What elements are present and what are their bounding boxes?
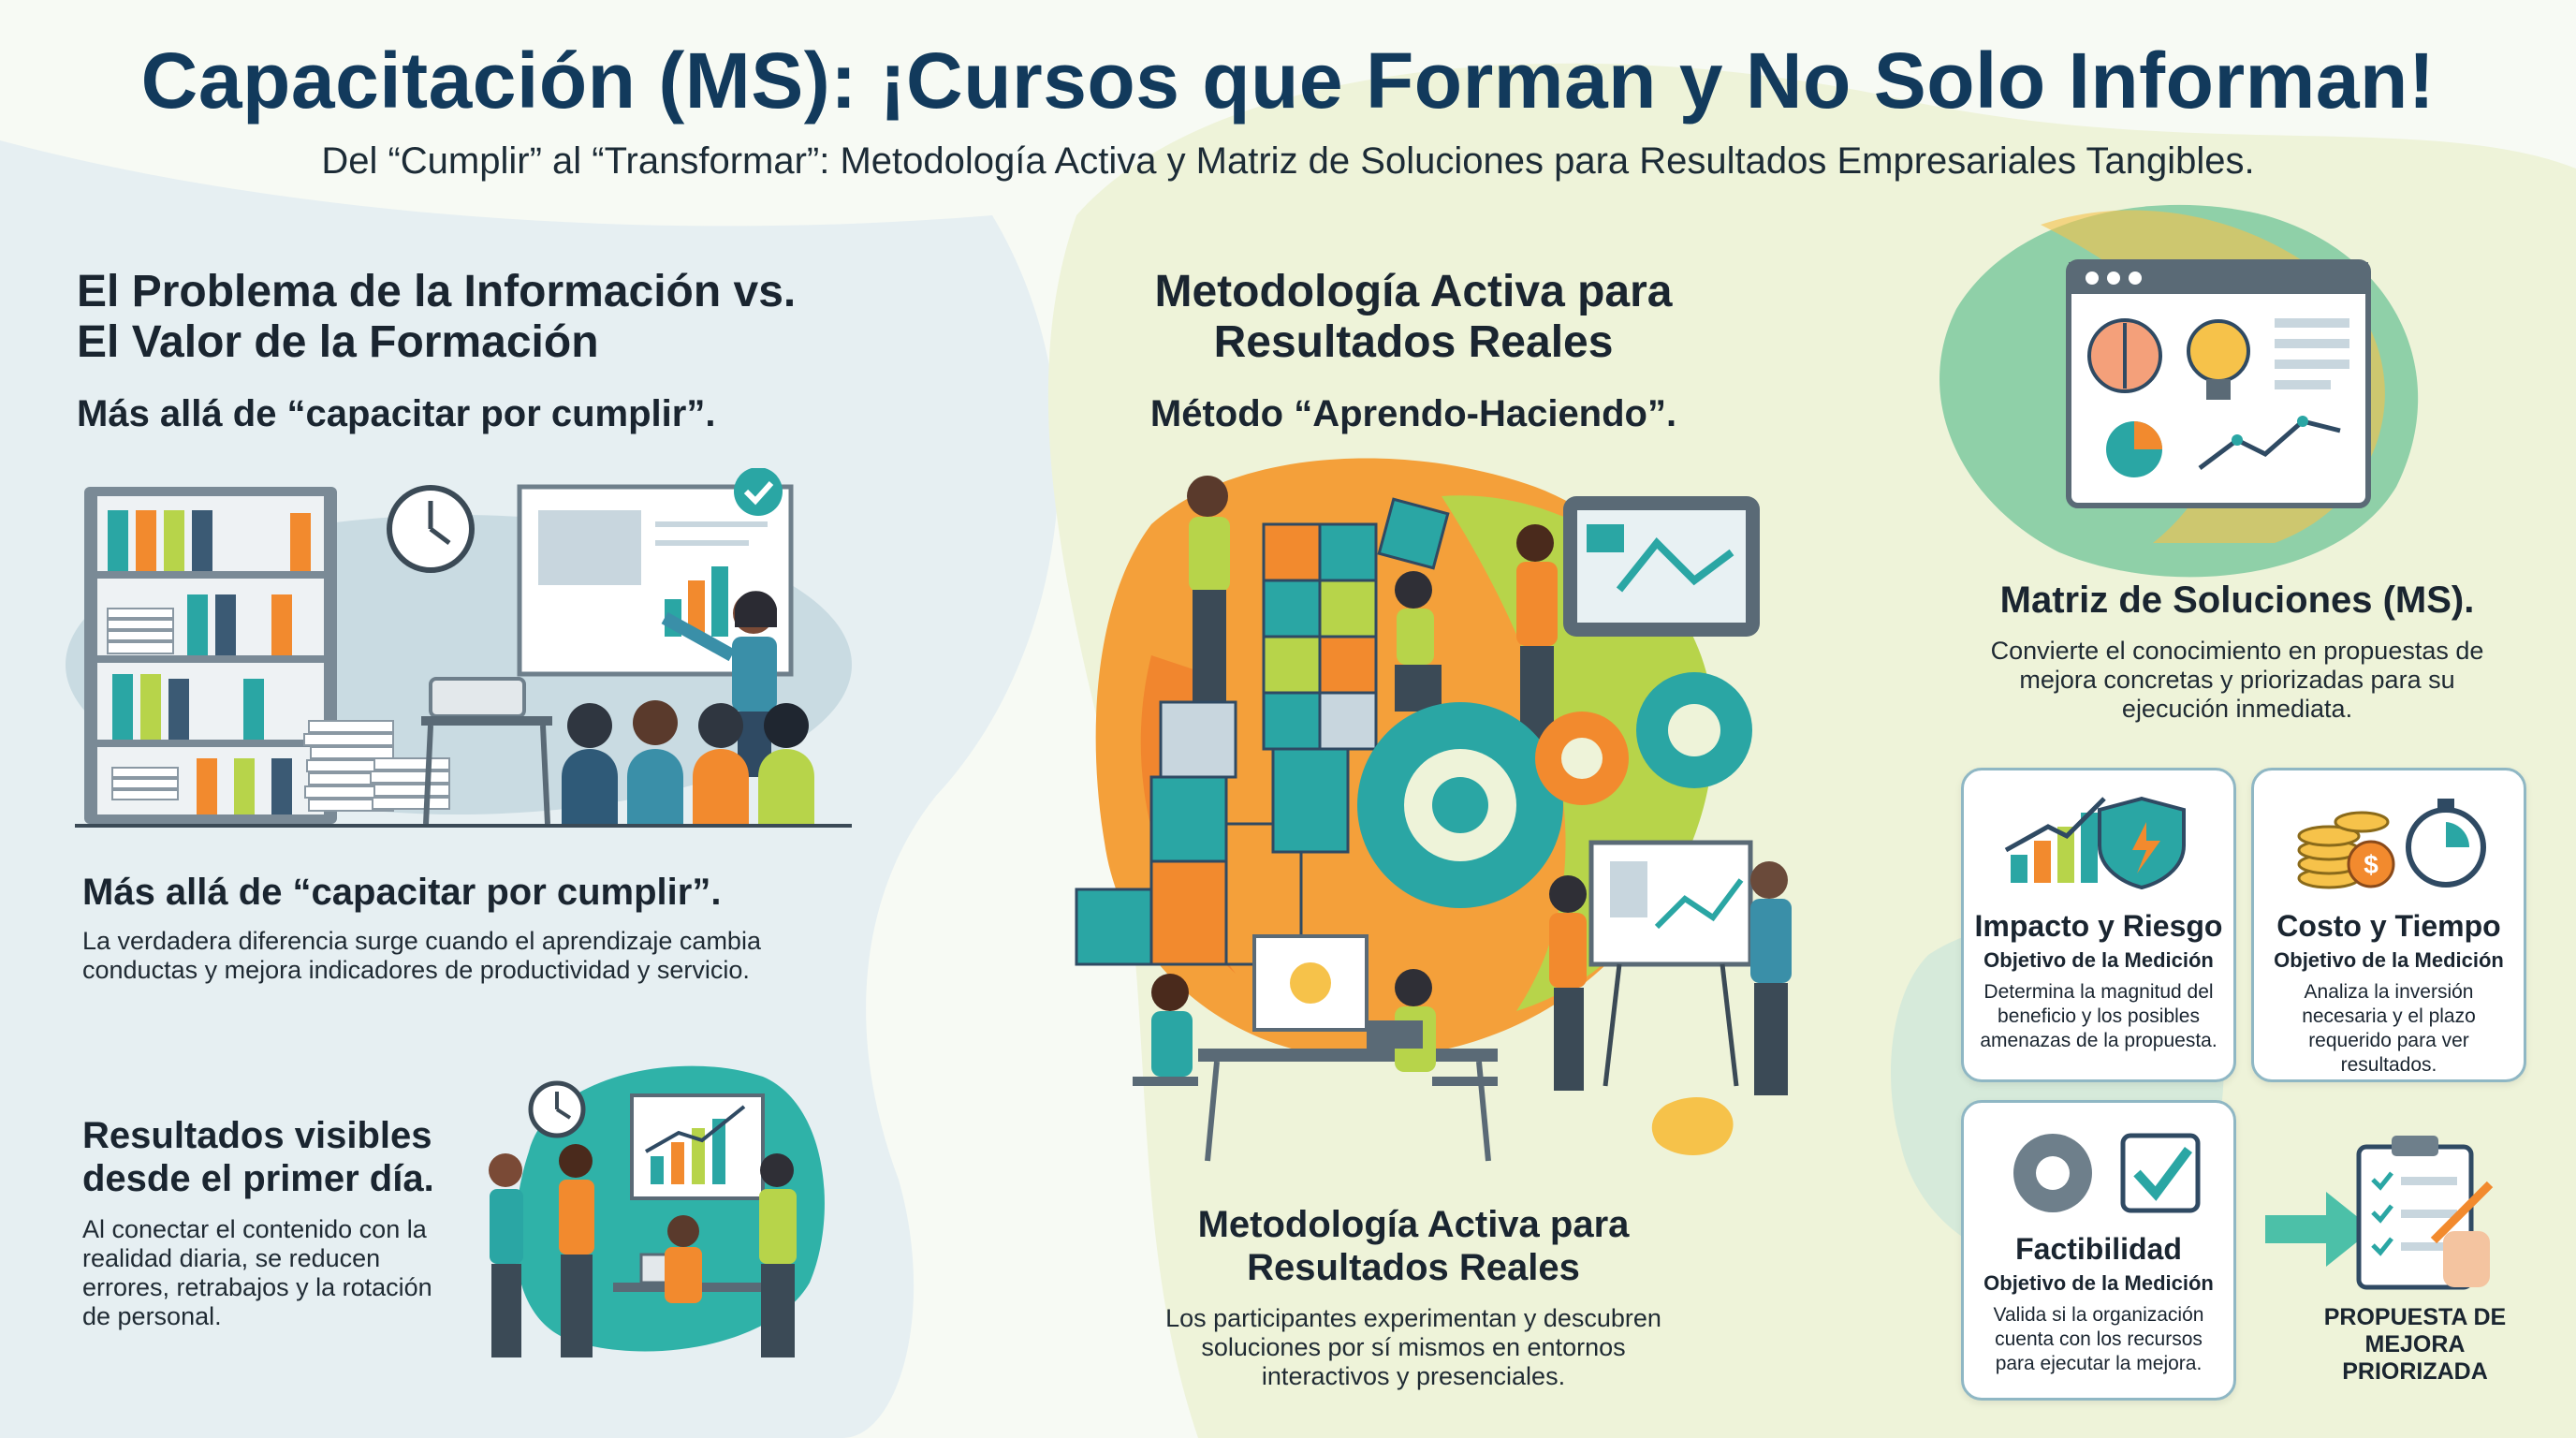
card-title: Factibilidad (2015, 1232, 2182, 1266)
card-subtitle: Objetivo de la Medición (2274, 948, 2504, 972)
dashboard-illustration (2059, 253, 2378, 515)
left-heading: El Problema de la Información vs. El Val… (77, 267, 797, 367)
clock-icon (387, 485, 475, 573)
left-point-2: Resultados visibles desde el primer día.… (82, 1114, 476, 1331)
left-tagline: Más allá de “capacitar por cumplir”. (77, 393, 716, 434)
right-text: Convierte el conocimiento en propuestas … (1990, 637, 2484, 723)
brain-icon (2087, 318, 2162, 393)
middle-tagline: Método “Aprendo-Haciendo”. (1149, 393, 1677, 434)
card-text: Determina la magnitud del beneficio y lo… (1980, 981, 2217, 1051)
line-chart-icon (2198, 416, 2341, 470)
middle-bottom-title: Metodología Activa para Resultados Reale… (1197, 1204, 1630, 1288)
svg-text:$: $ (2364, 850, 2378, 879)
middle-bottom-block: Metodología Activa para Resultados Reale… (1114, 1203, 1713, 1391)
card-text: Analiza la inversión necesaria y el plaz… (2302, 981, 2476, 1076)
paper-stack-icon (303, 720, 450, 812)
clipboard-icon (2356, 1136, 2494, 1290)
teacher-figure (661, 591, 777, 777)
classroom-illustration (56, 467, 861, 833)
growth-chart-icon (630, 1093, 765, 1200)
lightbulb-icon (2187, 319, 2250, 400)
page-subtitle: Del “Cumplir” al “Transformar”: Metodolo… (321, 140, 2255, 182)
clock-icon (528, 1080, 586, 1138)
card-subtitle: Objetivo de la Medición (1983, 1271, 2214, 1295)
audience-figures (562, 700, 814, 824)
left-point-1-text: La verdadera diferencia surge cuando el … (82, 927, 761, 984)
people-whiteboard (1549, 861, 1792, 1095)
criteria-card-feasibility: Factibilidad Objetivo de la Medición Val… (1961, 1100, 2236, 1401)
card-subtitle: Objetivo de la Medición (1983, 948, 2214, 972)
active-method-illustration (1058, 468, 1825, 1189)
list-icon (2275, 318, 2349, 389)
card-title: Costo y Tiempo (2276, 909, 2501, 943)
middle-bottom-text: Los participantes experimentan y descubr… (1165, 1304, 1661, 1390)
left-point-1: Más allá de “capacitar por cumplir”. La … (82, 871, 831, 985)
left-section-header: El Problema de la Información vs. El Val… (77, 267, 844, 435)
tablet-icon (1563, 496, 1760, 637)
team-illustration (463, 1039, 838, 1395)
team-figures (489, 1144, 797, 1357)
page-title: Capacitación (MS): ¡Cursos que Forman y … (140, 37, 2436, 125)
final-proposal-label: PROPUESTA DE MEJORA PRIORIZADA (2323, 1304, 2507, 1385)
left-point-2-text: Al conectar el contenido con la realidad… (82, 1215, 432, 1330)
gear-check-icon (2013, 1133, 2201, 1213)
growth-shield-icon (2004, 796, 2186, 890)
gears-icon (1357, 672, 1752, 908)
arrow-right-icon (2265, 1192, 2373, 1267)
left-point-1-title: Más allá de “capacitar por cumplir”. (82, 872, 722, 913)
desk-team (1133, 934, 1498, 1162)
person-tablet (1516, 524, 1558, 749)
card-text: Valida si la organización cuenta con los… (1993, 1304, 2204, 1374)
middle-section-header: Metodología Activa para Resultados Reale… (1114, 267, 1713, 435)
card-title: Impacto y Riesgo (1974, 909, 2223, 943)
criteria-card-impact-risk: Impacto y Riesgo Objetivo de la Medición… (1961, 768, 2236, 1082)
right-section-header: Matriz de Soluciones (MS). Convierte el … (1980, 579, 2495, 724)
middle-heading: Metodología Activa para Resultados Reale… (1154, 267, 1673, 367)
projector-icon (421, 677, 552, 825)
whiteboard-icon (1588, 840, 1753, 1087)
people-puzzle (1187, 476, 1442, 712)
bookshelf-icon (84, 487, 337, 824)
left-point-2-title: Resultados visibles desde el primer día. (82, 1115, 434, 1199)
coins-stopwatch-icon: $ (2297, 799, 2486, 889)
criteria-card-cost-time: $ Costo y Tiempo Objetivo de la Medición… (2251, 768, 2526, 1082)
right-heading: Matriz de Soluciones (MS). (1999, 580, 2475, 621)
pie-chart-icon (2106, 421, 2162, 477)
puzzle-icon (1262, 497, 1450, 751)
